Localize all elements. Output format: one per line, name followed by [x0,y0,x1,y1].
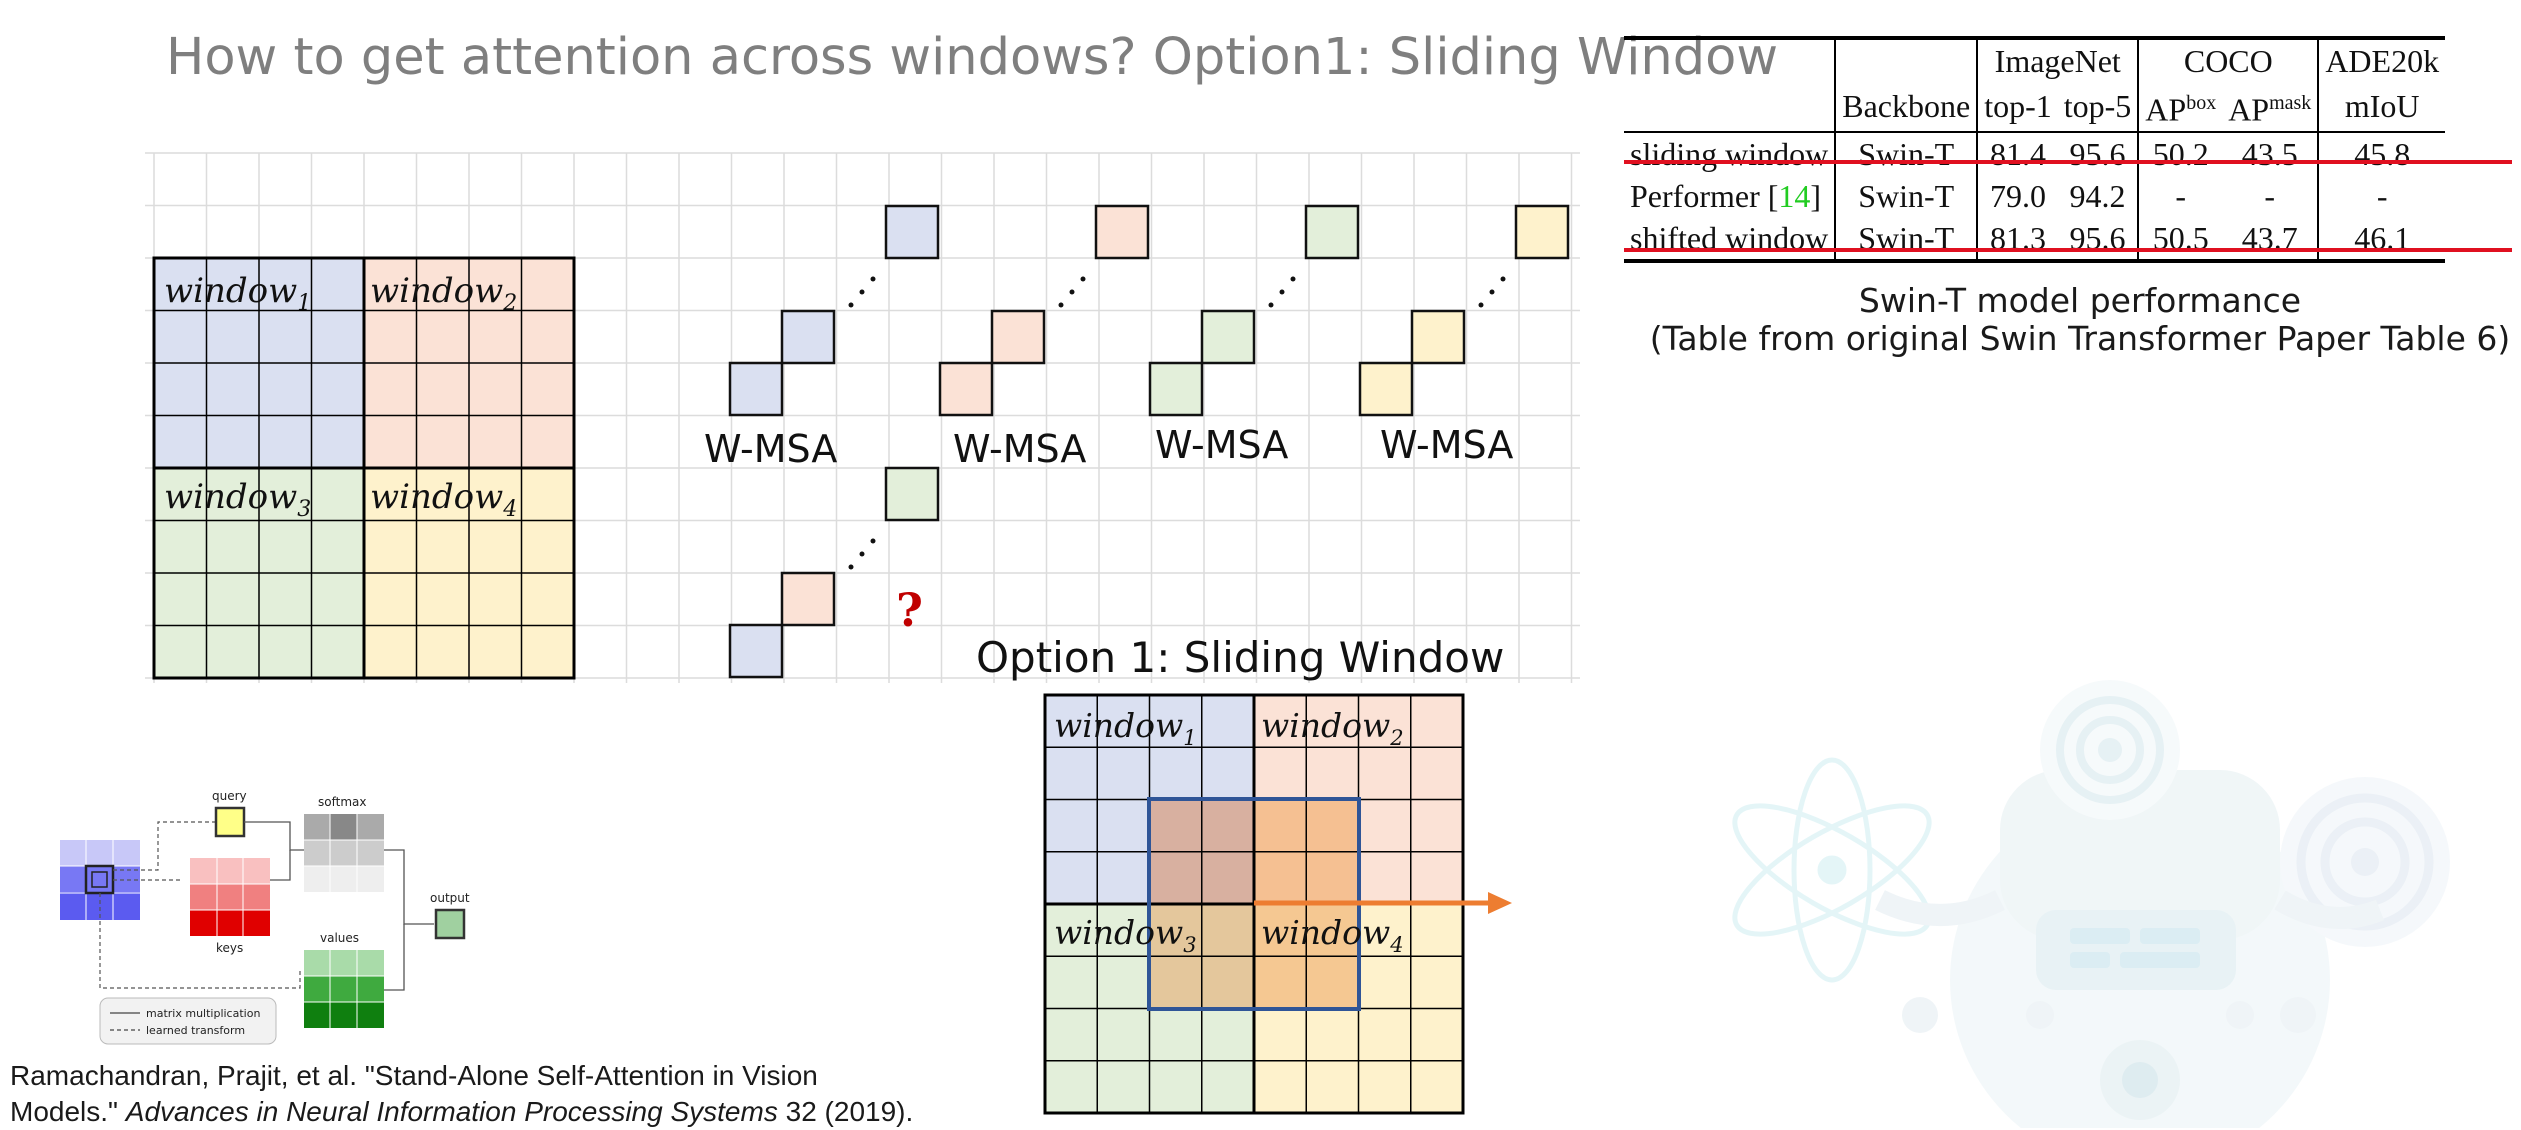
window-1-label: window1 [164,271,311,316]
matmul-edges [244,821,434,991]
keys-label: keys [216,941,243,955]
header-top5: top-5 [2063,88,2132,125]
wmsa-label-1: W-MSA [704,427,837,471]
output-box [434,908,466,940]
table-row: sliding window Swin-T 81.4 95.6 50.2 43.… [1624,130,2446,175]
output-label: output [430,891,470,905]
legend-matrix-multiplication: matrix multiplication [146,1007,260,1020]
atom-icon [1732,757,1932,983]
robot-illustration [1732,680,2450,1128]
softmax-label: softmax [318,795,366,809]
legend-learned-transform: learned transform [146,1024,245,1037]
wmsa-chain-peach [938,204,1150,417]
header-ade20k: ADE20k [2317,36,2446,82]
table-row: Performer [14] Swin-T 79.0 94.2 - - - [1624,174,2446,217]
option1-label: Option 1: Sliding Window [976,633,1504,682]
header-backbone: Backbone [1834,82,1978,132]
bottom-window-1-label: window1 [1054,706,1197,750]
robot-head [2000,770,2280,940]
slide-title: How to get attention across windows? Opt… [166,28,1779,87]
learned-transform-edges [99,821,301,989]
window-2-label: window2 [370,271,517,316]
arrow-right-icon [1254,892,1512,914]
input-grid [60,840,140,920]
reference-citation: Ramachandran, Prajit, et al. "Stand-Alon… [10,1060,914,1127]
self-attention-figure: query keys softma [60,789,470,1045]
wmsa-chain-green [1148,204,1360,417]
window-grid-bottom: window1 window2 window3 window4 [1043,693,1512,1115]
sliding-chain-mixed [728,466,940,679]
query-label: query [212,789,247,803]
table-row: shifted window Swin-T 81.3 95.6 50.5 43.… [1624,216,2446,263]
header-miou: mIoU [2317,82,2446,132]
attention-legend: matrix multiplication learned transform [99,997,277,1045]
header-top1: top-1 [1976,82,2058,132]
ellipsis-dots [848,276,1506,570]
window-4-label: window4 [370,477,517,522]
keys-grid [190,858,270,936]
target-icon [2040,680,2180,820]
bottom-window-2-label: window2 [1261,706,1404,750]
window-3-label: window3 [164,477,311,522]
values-label: values [320,931,359,945]
table-header-row-2: Backbone top-1 top-5 APbox APmask mIoU [1624,82,2446,132]
background-grid [145,152,1580,683]
softmax-grid [304,814,384,892]
highlight-underline-sliding [1624,160,2512,164]
row-name-sliding-window: sliding window [1624,130,1836,175]
highlight-underline-shifted [1624,248,2512,252]
bottom-window-3-label: window3 [1054,913,1197,957]
values-grid [304,950,384,1028]
wmsa-label-4: W-MSA [1380,423,1513,467]
wmsa-label-3: W-MSA [1155,423,1288,467]
row-name-performer: Performer [14] [1630,177,1822,214]
wmsa-label-2: W-MSA [953,427,1086,471]
table-caption-line1: Swin-T model performance [1858,281,2302,320]
question-mark: ? [896,583,923,637]
row-name-shifted-window: shifted window [1624,216,1836,263]
query-box [214,806,246,838]
window-grid-left: window1 window2 window3 window4 [152,256,576,680]
table-caption-line2: (Table from original Swin Transformer Pa… [1649,319,2511,358]
bottom-window-4-label: window4 [1261,913,1404,957]
header-apbox: APbox [2137,82,2223,132]
wmsa-chains [728,204,1570,679]
header-coco: COCO [2137,36,2319,82]
results-table: ImageNet COCO ADE20k Backbone top-1 top-… [1624,36,2446,263]
wmsa-chain-yellow [1358,204,1570,417]
target-icon-2 [2280,777,2450,947]
header-imagenet: ImageNet [1976,36,2139,82]
table-header-row-1: ImageNet COCO ADE20k [1624,36,2446,82]
wmsa-chain-blue [728,204,940,417]
header-apmask: APmask [2228,91,2312,128]
